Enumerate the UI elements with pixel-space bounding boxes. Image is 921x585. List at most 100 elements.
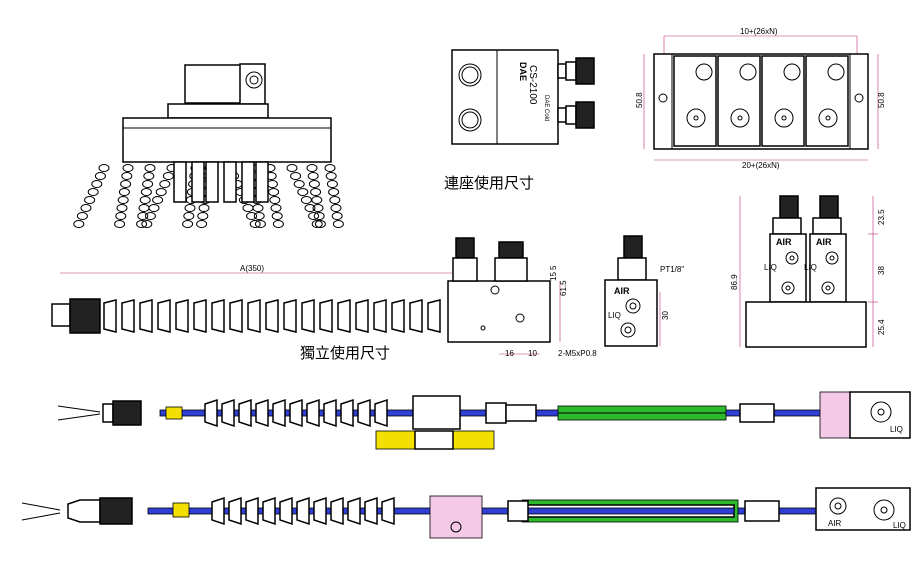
nozzle-segment xyxy=(141,220,153,228)
nozzle-segment xyxy=(297,188,309,196)
row1-liq-label: LIQ xyxy=(890,425,903,434)
side-dim-2: 38 xyxy=(877,266,886,275)
nozzle-segment xyxy=(313,212,325,220)
row1-link xyxy=(221,398,235,428)
side-liq-label-2: LIQ xyxy=(804,263,817,272)
hose-link xyxy=(355,299,369,333)
block-dim-16: 16 xyxy=(505,349,514,358)
air-port xyxy=(739,63,757,81)
nozzle-tube xyxy=(205,161,219,203)
cs2100-block: DAE CS-2100 DAE Cold xyxy=(451,49,595,145)
liq-port-center xyxy=(737,115,743,121)
manifold-unit xyxy=(673,55,717,147)
hose-link xyxy=(103,299,117,333)
flexible-hose-assembly: A(350) 61.5 15 5 16 10 2-M5xP0.8 xyxy=(51,237,597,358)
hose-link xyxy=(247,299,261,333)
nozzle-segment xyxy=(73,220,85,228)
hose-link xyxy=(193,299,207,333)
nozzle-segment xyxy=(148,204,160,212)
nozzle-segment xyxy=(184,204,196,212)
thread-label: 2-M5xP0.8 xyxy=(558,349,597,358)
brand-label: DAE xyxy=(518,62,528,81)
nozzle-segment xyxy=(306,164,318,172)
nozzle-segment xyxy=(300,196,312,204)
row2-link xyxy=(279,496,293,526)
manifold-bottom-dim: 20+(26xN) xyxy=(742,161,780,170)
row2-link xyxy=(313,496,327,526)
caption-independent: 獨立使用尺寸 xyxy=(300,344,390,362)
side-dim-3: 25.4 xyxy=(877,319,886,335)
nozzle-segment xyxy=(311,196,323,204)
block-side-text: DAE Cold xyxy=(543,95,549,121)
nozzle-segment xyxy=(144,164,156,172)
nozzle-segment xyxy=(252,204,264,212)
nozzle-segment xyxy=(117,196,129,204)
hose-link xyxy=(283,299,297,333)
liq-port xyxy=(774,108,794,128)
manifold-height-right: 50.8 xyxy=(877,92,886,108)
nozzle-segment xyxy=(87,188,99,196)
nozzle-segment xyxy=(122,164,134,172)
hose-link xyxy=(211,299,225,333)
liq-port xyxy=(730,108,750,128)
nozzle-tube xyxy=(191,161,205,203)
nozzle-segment xyxy=(330,204,342,212)
block-dim-61: 61.5 xyxy=(559,280,568,296)
block-dim-30: 30 xyxy=(661,311,670,320)
liq-port xyxy=(686,108,706,128)
hose-link xyxy=(121,299,135,333)
assembly-row-1: LIQ xyxy=(57,391,911,450)
nozzle-segment xyxy=(329,196,341,204)
nozzle-segment xyxy=(120,180,132,188)
row2-link xyxy=(347,496,361,526)
hose-link xyxy=(175,299,189,333)
nozzle-segment xyxy=(254,220,266,228)
liq-port-center xyxy=(781,115,787,121)
side-liq-label-1: LIQ xyxy=(764,263,777,272)
nozzle-segment xyxy=(307,172,319,180)
port-label: PT1/8" xyxy=(660,265,684,274)
nozzle-segment xyxy=(136,220,148,228)
hose-link xyxy=(157,299,171,333)
block-dim-10: 10 xyxy=(528,349,537,358)
nozzle-segment xyxy=(314,220,326,228)
row1-link xyxy=(289,398,303,428)
nozzle-segment xyxy=(325,172,337,180)
row2-liq-label: LIQ xyxy=(893,521,906,530)
nozzle-segment xyxy=(115,212,127,220)
nozzle-segment xyxy=(80,204,92,212)
single-liq-label: LIQ xyxy=(608,311,621,320)
nozzle-segment xyxy=(76,212,88,220)
side-dim-1: 23.5 xyxy=(877,209,886,225)
hose-link xyxy=(229,299,243,333)
nozzle-segment xyxy=(138,204,150,212)
nozzle-segment xyxy=(332,220,344,228)
manifold-top-dim: 10+(26xN) xyxy=(740,27,778,36)
single-block-side: AIR LIQ PT1/8" 30 xyxy=(604,235,684,347)
assembly-row-2: AIR LIQ xyxy=(21,487,911,539)
nozzle-segment xyxy=(94,172,106,180)
hose-link xyxy=(391,299,405,333)
hose-link xyxy=(337,299,351,333)
nozzle-segment xyxy=(290,172,302,180)
row1-link xyxy=(255,398,269,428)
nozzle-segment xyxy=(331,212,343,220)
nozzle-segment xyxy=(328,188,340,196)
row2-link xyxy=(330,496,344,526)
nozzle-segment xyxy=(143,172,155,180)
nozzle-segment xyxy=(197,212,209,220)
manifold-unit xyxy=(717,55,761,147)
nozzle-segment xyxy=(162,172,174,180)
nozzle-segment xyxy=(116,204,128,212)
hose-link xyxy=(373,299,387,333)
air-port xyxy=(783,63,801,81)
nozzle-segment xyxy=(311,220,323,228)
manifold-height-left: 50.8 xyxy=(635,92,644,108)
row1-link xyxy=(238,398,252,428)
row2-link xyxy=(245,496,259,526)
nozzle-tube xyxy=(255,161,269,203)
nozzle-segment xyxy=(249,220,261,228)
hose-link xyxy=(409,299,423,333)
nozzle-tube xyxy=(173,161,187,203)
